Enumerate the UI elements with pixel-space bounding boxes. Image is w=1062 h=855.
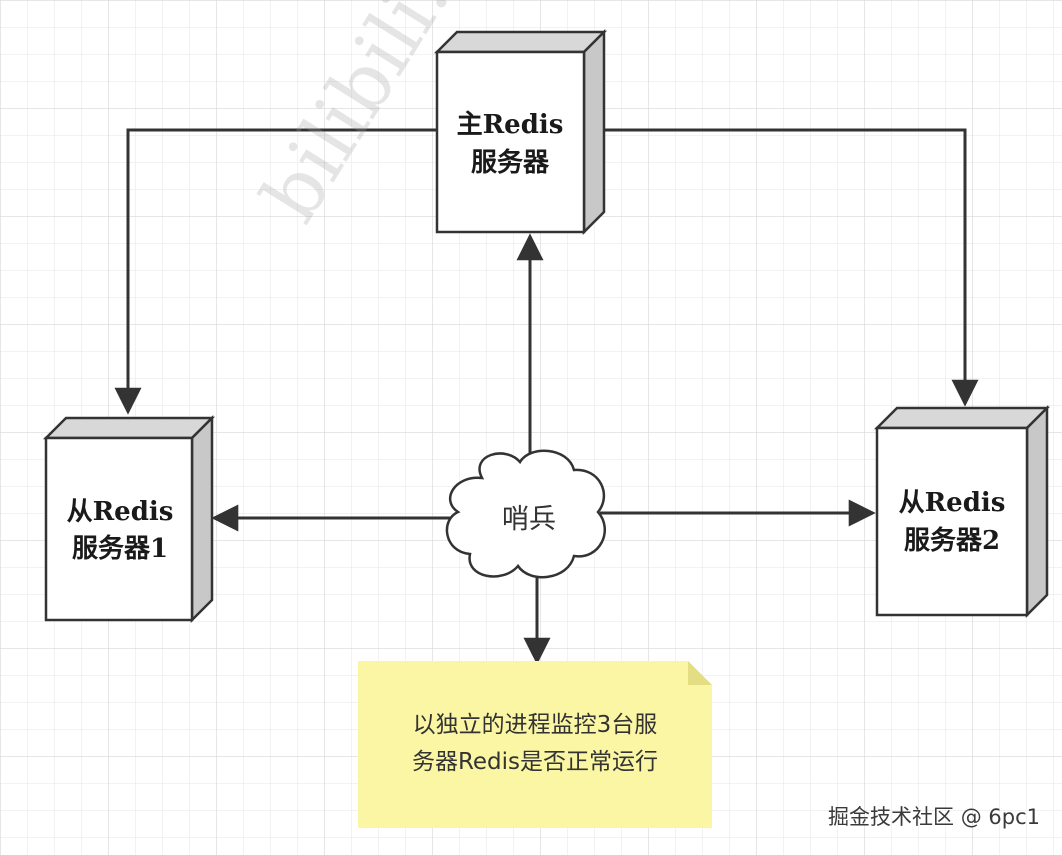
slave-server-1-label-2: 服务器1 — [72, 534, 168, 564]
slave-server-2-label-2: 服务器2 — [904, 526, 1000, 556]
edge-master-to-slave2 — [587, 128, 979, 407]
master-server[interactable]: 主Redis 服务器 — [433, 28, 608, 236]
master-server-label-2: 服务器 — [471, 148, 550, 178]
note-text-line-1: 以独立的进程监控3台服 — [413, 712, 658, 738]
slave-server-2[interactable]: 从Redis 服务器2 — [873, 404, 1051, 619]
connectors — [114, 128, 979, 665]
master-server-label-1: 主Redis — [457, 110, 564, 140]
slave-server-2-label-1: 从Redis — [899, 488, 1006, 518]
note-card: 以独立的进程监控3台服 务器Redis是否正常运行 — [358, 661, 712, 828]
slave-server-1-label-1: 从Redis — [67, 497, 174, 527]
note-text-line-2: 务器Redis是否正常运行 — [412, 749, 658, 775]
sentinel-cloud[interactable]: 哨兵 — [445, 449, 607, 579]
slave-server-1[interactable]: 从Redis 服务器1 — [42, 414, 216, 624]
credit-text: 掘金技术社区 @ 6pc1 — [828, 805, 1040, 829]
sentinel-label: 哨兵 — [502, 504, 556, 535]
edge-master-to-slave1 — [114, 128, 437, 415]
